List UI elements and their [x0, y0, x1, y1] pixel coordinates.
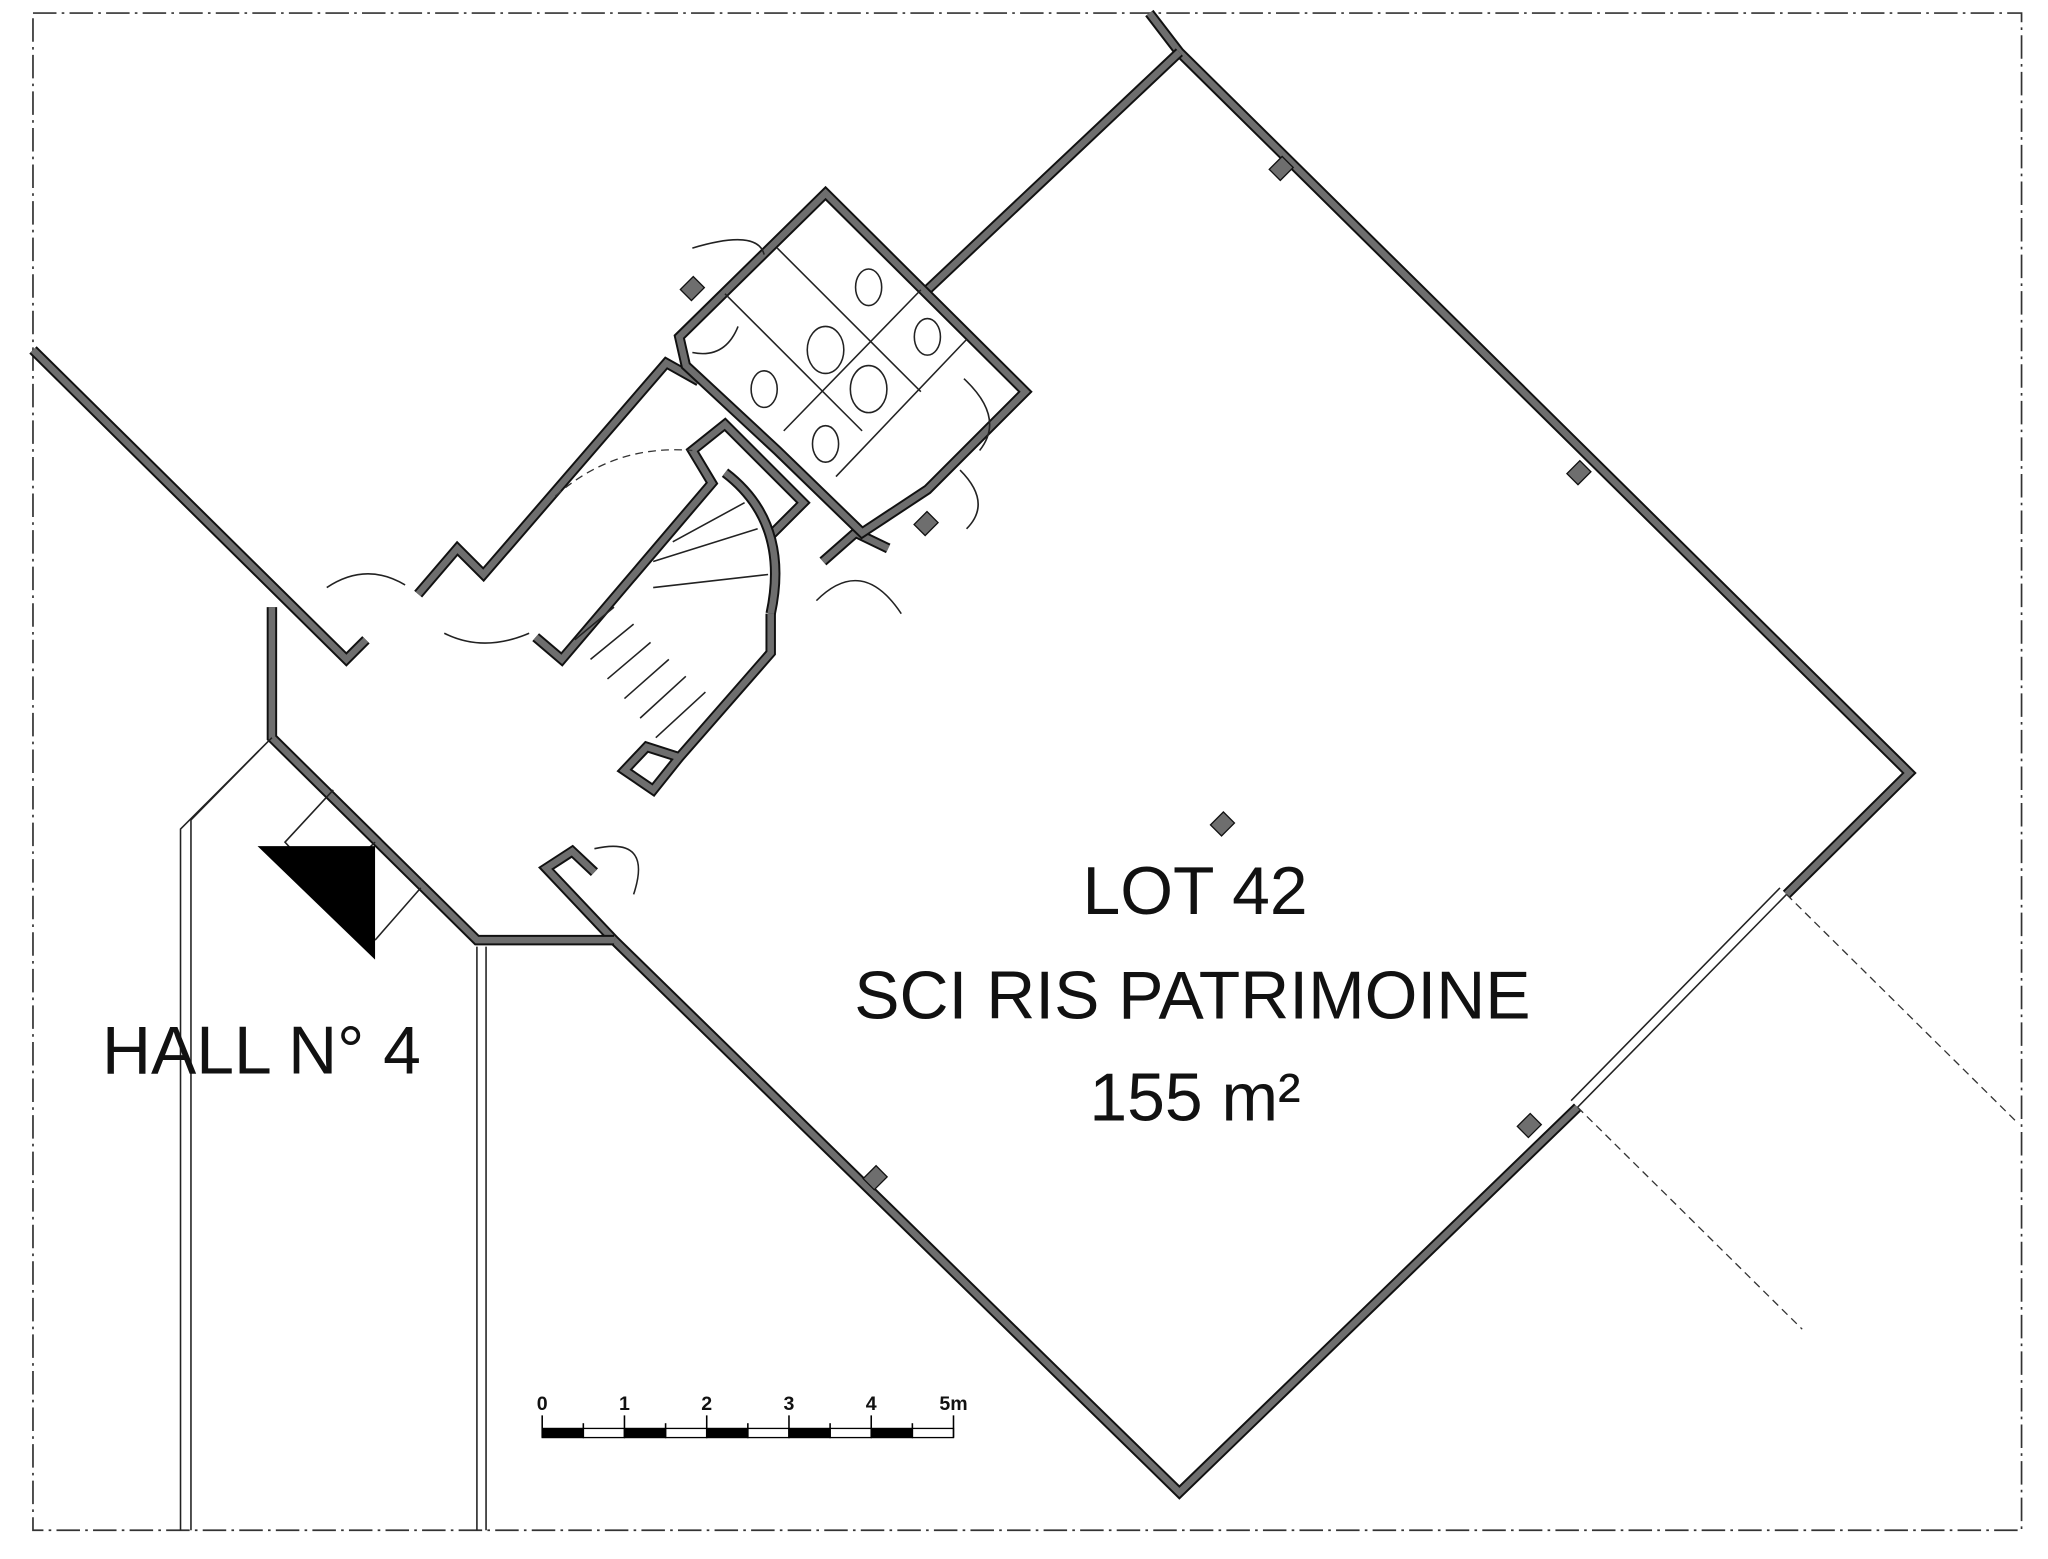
- scale-tick-label: 3: [784, 1393, 795, 1415]
- stair-treads: [574, 502, 769, 739]
- lot-owner-label: SCI RIS PATRIMOINE: [854, 958, 1530, 1033]
- corridor-lines: [179, 737, 2019, 1531]
- scale-segment: [829, 1427, 872, 1439]
- scale-segment: [788, 1427, 831, 1439]
- scale-tick-label: 4: [866, 1393, 877, 1415]
- scale-tick-label: 5m: [939, 1393, 967, 1415]
- scale-segment: [747, 1427, 790, 1439]
- plan-border: [32, 12, 2023, 1532]
- scale-segment: [582, 1427, 626, 1439]
- scale-tick-label: 1: [619, 1393, 630, 1415]
- lot-area-label: 155 m²: [1089, 1060, 1300, 1135]
- scale-segment: [870, 1427, 914, 1439]
- scale-bar: 0 1 2 3 4 5m: [537, 1393, 968, 1439]
- scale-segment: [706, 1427, 749, 1439]
- scale-segment: [911, 1427, 955, 1439]
- walls: [29, 9, 1917, 1500]
- north-marker-icon: [257, 846, 376, 960]
- scale-segment: [541, 1427, 584, 1439]
- scale-tick-label: 0: [537, 1393, 548, 1415]
- lot-number-label: LOT 42: [1082, 854, 1307, 929]
- scale-tick-label: 2: [701, 1393, 712, 1415]
- fixtures: [326, 155, 1592, 1191]
- hall-label: HALL N° 4: [102, 1013, 421, 1088]
- scale-segment: [664, 1427, 708, 1439]
- scale-segment: [623, 1427, 667, 1439]
